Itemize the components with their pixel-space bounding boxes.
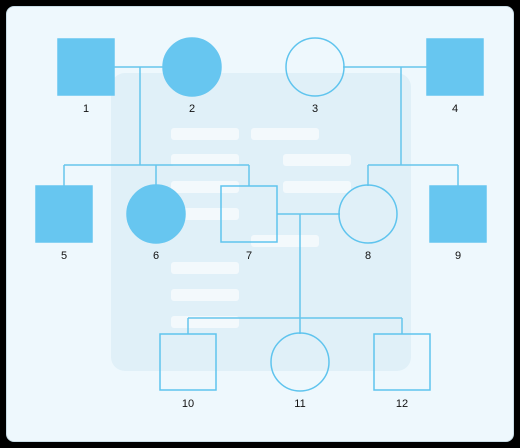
individual-label: 7 bbox=[246, 250, 252, 262]
female-circle-symbol bbox=[285, 37, 345, 97]
watermark-line bbox=[171, 181, 239, 193]
individual-4: 4 bbox=[426, 38, 484, 115]
male-square-symbol bbox=[35, 185, 93, 243]
individual-10: 10 bbox=[159, 333, 217, 410]
individual-label: 3 bbox=[312, 103, 318, 115]
watermark-line bbox=[171, 262, 239, 274]
watermark-line bbox=[251, 128, 319, 140]
individual-label: 2 bbox=[189, 103, 195, 115]
individual-label: 11 bbox=[294, 398, 305, 410]
individual-label: 1 bbox=[83, 103, 89, 115]
individual-2: 2 bbox=[162, 37, 222, 115]
female-circle-symbol bbox=[162, 37, 222, 97]
male-square-symbol bbox=[429, 185, 487, 243]
female-circle-symbol bbox=[126, 184, 186, 244]
male-square-symbol bbox=[57, 38, 115, 96]
individual-5: 5 bbox=[35, 185, 93, 262]
male-square-symbol bbox=[159, 333, 217, 391]
individual-label: 8 bbox=[365, 250, 371, 262]
individual-3: 3 bbox=[285, 37, 345, 115]
female-circle-symbol bbox=[270, 332, 330, 392]
watermark-line bbox=[251, 235, 319, 247]
individual-8: 8 bbox=[338, 184, 398, 262]
individual-12: 12 bbox=[373, 333, 431, 410]
relationship-lines bbox=[63, 66, 459, 334]
individual-1: 1 bbox=[57, 38, 115, 115]
watermark-line bbox=[283, 181, 351, 193]
individual-6: 6 bbox=[126, 184, 186, 262]
male-square-symbol bbox=[220, 185, 278, 243]
document-watermark bbox=[111, 73, 411, 371]
individual-label: 12 bbox=[396, 398, 408, 410]
watermark-line bbox=[283, 154, 351, 166]
individual-11: 11 bbox=[270, 332, 330, 410]
watermark-line bbox=[171, 128, 239, 140]
individual-label: 5 bbox=[61, 250, 67, 262]
watermark-line bbox=[171, 289, 239, 301]
individual-label: 6 bbox=[153, 250, 159, 262]
male-square-symbol bbox=[373, 333, 431, 391]
male-square-symbol bbox=[426, 38, 484, 96]
watermark-line bbox=[171, 208, 239, 220]
individual-7: 7 bbox=[220, 185, 278, 262]
individual-label: 4 bbox=[452, 103, 458, 115]
individual-label: 10 bbox=[182, 398, 194, 410]
individual-label: 9 bbox=[455, 250, 461, 262]
female-circle-symbol bbox=[338, 184, 398, 244]
watermark-line bbox=[171, 154, 239, 166]
individual-9: 9 bbox=[429, 185, 487, 262]
